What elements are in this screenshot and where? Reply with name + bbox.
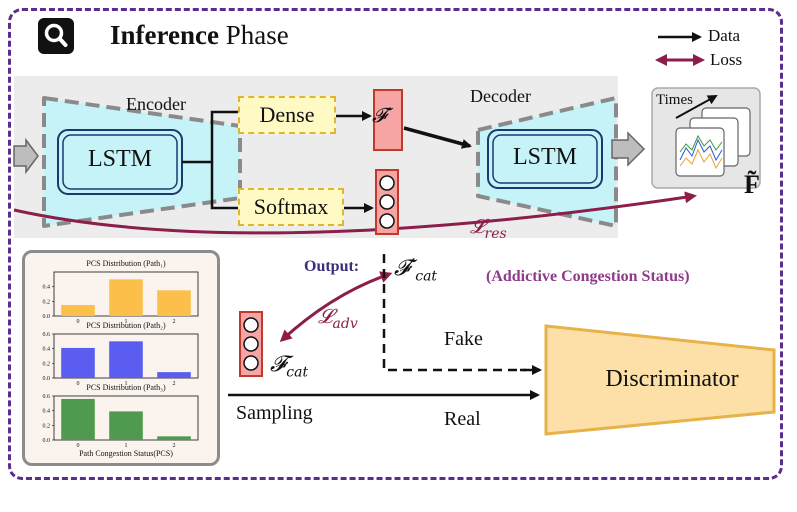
x-tick-label: 2 <box>173 443 176 449</box>
x-tick-label: 2 <box>173 381 176 387</box>
y-tick-label: 0.6 <box>43 332 51 338</box>
y-tick-label: 0.4 <box>43 285 51 291</box>
y-tick-label: 0.0 <box>43 376 51 382</box>
legend-loss-label: Loss <box>710 50 743 69</box>
f-cat-prime-label: 𝓕′cat <box>394 256 438 285</box>
bar <box>157 290 191 316</box>
bar <box>157 436 191 440</box>
dense-box: Dense <box>238 96 336 134</box>
softmax-box: Softmax <box>238 188 344 226</box>
x-axis-label: Path Congestion Status(PCS) <box>79 449 173 458</box>
f-cat-label: 𝓕cat <box>270 352 309 381</box>
res-loss-label: 𝓛res <box>470 214 507 242</box>
bar <box>61 347 95 378</box>
encoder-lstm-label: LSTM <box>87 146 152 172</box>
input-arrow <box>13 137 39 175</box>
decoder-lstm-box <box>487 129 603 189</box>
bar <box>109 411 143 440</box>
y-tick-label: 0.0 <box>43 314 51 320</box>
discriminator-shape <box>544 324 776 436</box>
bar <box>109 279 143 316</box>
f-prime-box <box>373 89 403 151</box>
f-tilde-label: F̃ <box>744 170 760 199</box>
bar <box>61 398 95 440</box>
real-label: Real <box>444 408 481 430</box>
search-icon <box>38 18 74 54</box>
adv-loss-curve <box>279 271 393 343</box>
y-tick-label: 0.2 <box>43 361 51 367</box>
page-title: Inference Phase <box>110 20 289 50</box>
x-tick-label: 1 <box>125 381 128 387</box>
f-prime-label: 𝓕′ <box>372 103 392 127</box>
encoder-label: Encoder <box>126 94 186 114</box>
dashed-frame <box>8 8 783 480</box>
output-note: (Addictive Congestion Status) <box>486 268 690 285</box>
x-tick-label: 0 <box>77 381 80 387</box>
y-tick-label: 0.2 <box>43 423 51 429</box>
chart-title: PCS Distribution (Path₂) <box>86 321 166 330</box>
times-axis-label: Times <box>656 92 693 108</box>
discriminator-label: Discriminator <box>605 366 739 392</box>
y-tick-label: 0.2 <box>43 299 51 305</box>
output-label: Output: <box>304 258 360 275</box>
bar <box>109 341 143 378</box>
chart-title: PCS Distribution (Path₃) <box>86 383 166 392</box>
y-tick-label: 0.0 <box>43 438 51 444</box>
x-tick-label: 0 <box>77 443 80 449</box>
x-tick-label: 1 <box>125 443 128 449</box>
sampling-label: Sampling <box>236 402 313 424</box>
fake-label: Fake <box>444 328 483 350</box>
decoder-lstm-label: LSTM <box>512 144 577 170</box>
timeseries-stack <box>651 87 761 189</box>
legend-data-label: Data <box>708 26 741 45</box>
x-tick-label: 2 <box>173 319 176 325</box>
x-tick-label: 1 <box>125 319 128 325</box>
y-tick-label: 0.6 <box>43 394 51 400</box>
y-tick-label: 0.4 <box>43 409 51 415</box>
decoder-label: Decoder <box>470 86 531 106</box>
bar <box>157 372 191 378</box>
bar <box>61 305 95 316</box>
x-tick-label: 0 <box>77 319 80 325</box>
chart-title: PCS Distribution (Path₁) <box>86 259 166 268</box>
adv-loss-label: 𝓛adv <box>318 304 358 332</box>
y-tick-label: 0.4 <box>43 347 51 353</box>
res-loss-curve <box>13 191 697 235</box>
